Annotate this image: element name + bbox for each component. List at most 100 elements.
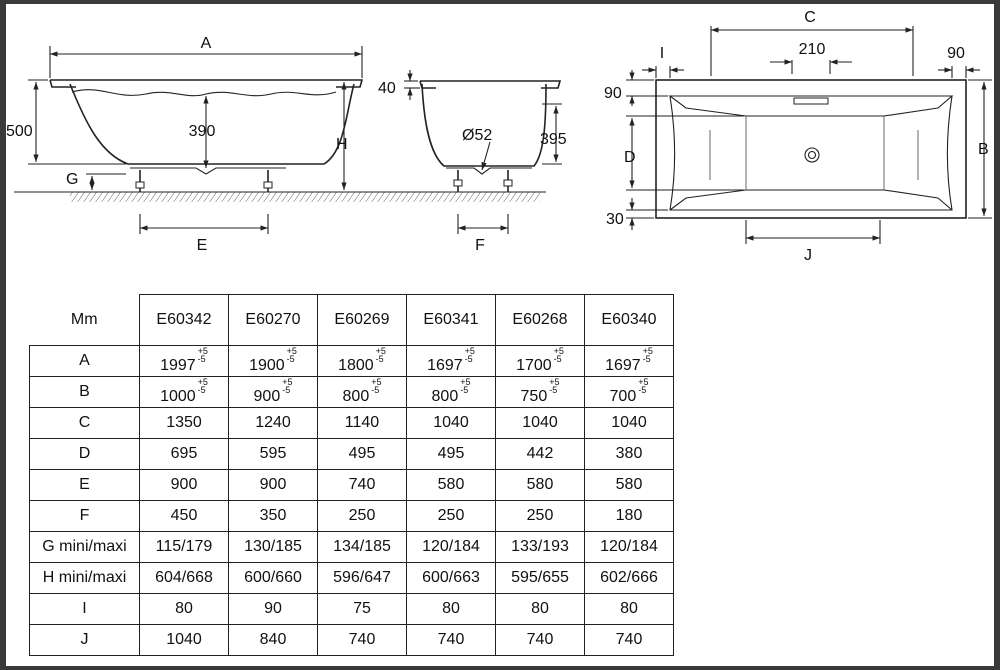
table-cell: 750+5-5 [495, 376, 585, 408]
technical-drawing-sheet: A 500 390 H G E 40 Ø52 [6, 4, 994, 666]
cell-value: 80 [531, 600, 549, 617]
cell-value: 115/179 [155, 538, 213, 555]
cell-value: 800 [431, 388, 459, 405]
dim-b-label: B [978, 141, 989, 158]
dim-52-label: Ø52 [462, 127, 492, 144]
tolerance-plus: +5 [286, 346, 297, 356]
cell-value: 900 [259, 476, 287, 493]
cell-value: 1800 [338, 357, 374, 374]
table-cell: 134/185 [317, 531, 407, 563]
table-cell: 1900+5-5 [228, 345, 318, 377]
row-label: D [29, 438, 140, 470]
tolerance-mark: +5-5 [554, 347, 564, 364]
cell-value: 700 [609, 388, 637, 405]
top-inner-basin [669, 95, 953, 211]
cell-value: 740 [615, 631, 643, 648]
cell-value: 1350 [166, 414, 202, 431]
table-cell: 580 [406, 469, 496, 501]
table-cell: 1040 [139, 624, 229, 656]
dim-210-label: 210 [799, 41, 826, 58]
cell-value: 130/185 [244, 538, 302, 555]
end-rim [419, 80, 562, 89]
side-rim [49, 79, 364, 88]
cell-value: 250 [526, 507, 554, 524]
cell-value: 695 [170, 445, 198, 462]
cell-value: 380 [615, 445, 643, 462]
table-cell: 604/668 [139, 562, 229, 594]
table-cell: 180 [584, 500, 674, 532]
tolerance-mark: +5-5 [376, 347, 386, 364]
cell-value: 595 [259, 445, 287, 462]
cell-value: 596/647 [333, 569, 391, 586]
table-cell: 90 [228, 593, 318, 625]
table-cell: 495 [317, 438, 407, 470]
tolerance-mark: +5-5 [197, 347, 208, 364]
cell-value: 450 [170, 507, 198, 524]
drain-icon [804, 147, 820, 163]
table-cell: 495 [406, 438, 496, 470]
model-header: E60268 [495, 294, 585, 346]
tolerance-plus: +5 [282, 377, 293, 387]
model-header: E60269 [317, 294, 407, 346]
cell-value: 120/184 [422, 538, 480, 555]
table-cell: 580 [584, 469, 674, 501]
table-cell: 130/185 [228, 531, 318, 563]
top-outer-rim [655, 79, 967, 219]
table-cell: 1000+5-5 [139, 376, 229, 408]
tolerance-minus: -5 [286, 354, 295, 364]
cell-value: 134/185 [333, 538, 391, 555]
tolerance-minus: -5 [549, 385, 558, 395]
row-label: B [29, 376, 140, 408]
table-cell: 595/655 [495, 562, 585, 594]
end-view: 40 Ø52 395 F [378, 70, 567, 254]
table-cell: 80 [584, 593, 674, 625]
model-header: E60270 [228, 294, 318, 346]
table-cell: 596/647 [317, 562, 407, 594]
tolerance-plus: +5 [371, 377, 382, 387]
cell-value: 80 [442, 600, 460, 617]
table-cell: 250 [317, 500, 407, 532]
table-cell: 900 [228, 469, 318, 501]
cell-value: 80 [620, 600, 638, 617]
table-cell: 120/184 [584, 531, 674, 563]
end-legs [453, 170, 513, 192]
row-label: E [29, 469, 140, 501]
cell-value: 442 [526, 445, 554, 462]
row-label: H mini/maxi [29, 562, 140, 594]
tolerance-plus: +5 [638, 377, 649, 387]
tolerance-minus: -5 [197, 354, 206, 364]
table-cell: 80 [495, 593, 585, 625]
table-cell: 1697+5-5 [584, 345, 674, 377]
tolerance-plus: +5 [464, 346, 475, 356]
dim-500-label: 500 [6, 123, 33, 140]
table-cell: 600/660 [228, 562, 318, 594]
table-cell: 1350 [139, 407, 229, 439]
tolerance-plus: +5 [549, 377, 560, 387]
table-cell: 740 [317, 469, 407, 501]
cell-value: 1900 [249, 357, 285, 374]
table-cell: 1040 [584, 407, 674, 439]
table-cell: 1700+5-5 [495, 345, 585, 377]
cell-value: 1697 [427, 357, 463, 374]
table-cell: 115/179 [139, 531, 229, 563]
cell-value: 1700 [516, 357, 552, 374]
table-cell: 740 [495, 624, 585, 656]
tolerance-mark: +5-5 [371, 377, 382, 395]
table-cell: 1240 [228, 407, 318, 439]
tolerance-mark: +5-5 [460, 378, 470, 395]
cell-value: 602/666 [600, 569, 658, 586]
cell-value: 1040 [522, 414, 558, 431]
bathtub-dimension-drawing: A 500 390 H G E 40 Ø52 [6, 9, 992, 264]
cell-value: 250 [348, 507, 376, 524]
model-header: E60340 [584, 294, 674, 346]
table-cell: 1140 [317, 407, 407, 439]
side-shell-outline [69, 83, 355, 165]
cell-value: 350 [259, 507, 287, 524]
cell-value: 90 [264, 600, 282, 617]
dim-c-label: C [804, 9, 816, 26]
side-inner-wave [71, 89, 337, 97]
cell-value: 1000 [160, 388, 196, 405]
table-cell: 580 [495, 469, 585, 501]
tolerance-minus: -5 [371, 385, 380, 395]
